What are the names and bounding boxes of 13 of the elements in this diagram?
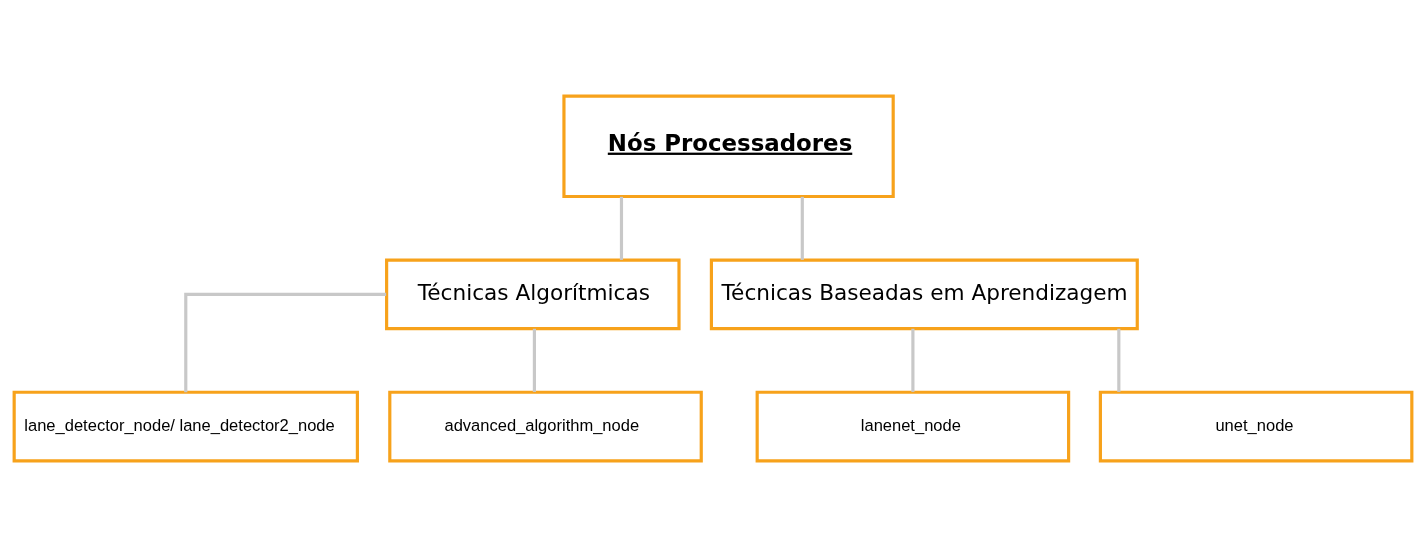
node-box: unet_node <box>1098 390 1414 462</box>
connector <box>532 328 536 392</box>
connector <box>1117 328 1121 392</box>
connector <box>184 292 387 392</box>
connector <box>911 328 915 392</box>
connector <box>619 196 624 260</box>
connector <box>800 196 804 260</box>
node-box: lane_detector_node/ lane_detector2_node <box>12 390 359 462</box>
node-box: Nós Processadores <box>562 94 895 198</box>
node-box: lanenet_node <box>755 390 1071 462</box>
node-box: Técnicas Algorítmicas <box>385 258 681 330</box>
node-box: advanced_algorithm_node <box>388 390 703 462</box>
node-box: Técnicas Baseadas em Aprendizagem <box>709 258 1139 330</box>
